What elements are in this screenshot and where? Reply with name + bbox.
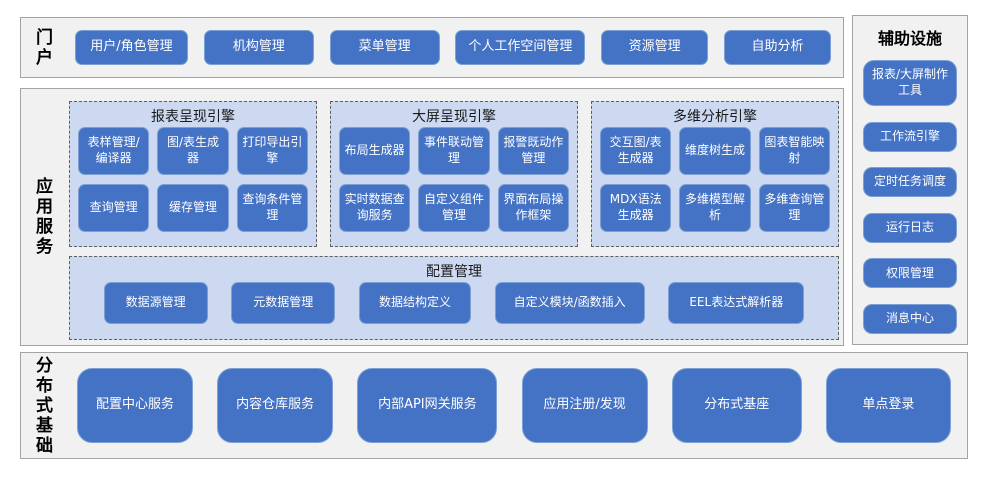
auxiliary-title: 辅助设施 bbox=[877, 29, 942, 48]
node-multidim-model-parsing: 多维模型解析 bbox=[679, 184, 751, 232]
node-permission-mgmt: 权限管理 bbox=[863, 258, 957, 289]
node-distributed-base: 分布式基座 bbox=[671, 368, 802, 443]
node-alarm-action-mgmt: 报警既动作管理 bbox=[497, 127, 569, 175]
node-app-register-discovery: 应用注册/发现 bbox=[521, 368, 648, 443]
node-report-bigscreen-tool: 报表/大屏制作工具 bbox=[863, 60, 957, 106]
group-config-mgmt: 配置管理 数据源管理 元数据管理 数据结构定义 自定义模块/函数插入 EEL表达… bbox=[69, 256, 839, 340]
node-query-mgmt: 查询管理 bbox=[78, 184, 150, 232]
report-engine-title: 报表呈现引擎 bbox=[151, 108, 235, 125]
group-bigscreen-engine: 大屏呈现引擎 布局生成器 事件联动管理 报警既动作管理 实时数据查询服务 自定义… bbox=[330, 101, 578, 247]
node-config-center-service: 配置中心服务 bbox=[77, 368, 193, 443]
node-user-role-mgmt: 用户/角色管理 bbox=[75, 30, 188, 65]
node-message-center: 消息中心 bbox=[863, 303, 957, 334]
distributed-base-label: 分布式基础 bbox=[32, 355, 52, 456]
node-realtime-data-query-service: 实时数据查询服务 bbox=[339, 184, 411, 232]
node-runtime-log: 运行日志 bbox=[863, 212, 957, 243]
base-node-row: 配置中心服务 内容仓库服务 内部API网关服务 应用注册/发现 分布式基座 单点… bbox=[77, 353, 951, 458]
node-org-mgmt: 机构管理 bbox=[203, 30, 314, 65]
node-scheduled-task-dispatch: 定时任务调度 bbox=[863, 167, 957, 198]
node-event-linkage-mgmt: 事件联动管理 bbox=[418, 127, 490, 175]
node-single-sign-on: 单点登录 bbox=[825, 368, 951, 443]
node-print-export-engine: 打印导出引擎 bbox=[236, 127, 308, 175]
bigscreen-engine-grid: 布局生成器 事件联动管理 报警既动作管理 实时数据查询服务 自定义组件管理 界面… bbox=[339, 127, 569, 232]
node-chart-table-generator: 图/表生成器 bbox=[157, 127, 229, 175]
olap-engine-title: 多维分析引擎 bbox=[673, 108, 757, 125]
node-internal-api-gateway-service: 内部API网关服务 bbox=[357, 368, 498, 443]
auxiliary-node-column: 报表/大屏制作工具 工作流引擎 定时任务调度 运行日志 权限管理 消息中心 bbox=[863, 60, 957, 334]
node-workflow-engine: 工作流引擎 bbox=[863, 121, 957, 152]
bigscreen-engine-title: 大屏呈现引擎 bbox=[412, 108, 496, 125]
node-personal-workspace-mgmt: 个人工作空间管理 bbox=[455, 30, 586, 65]
node-layout-generator: 布局生成器 bbox=[339, 127, 411, 175]
config-mgmt-title: 配置管理 bbox=[426, 263, 482, 280]
node-dimension-tree-generation: 维度树生成 bbox=[679, 127, 751, 175]
node-datasource-mgmt: 数据源管理 bbox=[103, 282, 208, 324]
node-cache-mgmt: 缓存管理 bbox=[157, 184, 229, 232]
node-query-condition-mgmt: 查询条件管理 bbox=[236, 184, 308, 232]
group-olap-engine: 多维分析引擎 交互图/表生成器 维度树生成 图表智能映射 MDX语法生成器 多维… bbox=[591, 101, 839, 247]
node-self-service-analysis: 自助分析 bbox=[723, 30, 831, 65]
node-menu-mgmt: 菜单管理 bbox=[329, 30, 440, 65]
app-services-label: 应用服务 bbox=[32, 177, 52, 257]
portal-label: 门户 bbox=[32, 27, 52, 68]
node-mdx-syntax-generator: MDX语法生成器 bbox=[600, 184, 672, 232]
report-engine-grid: 表样管理/编译器 图/表生成器 打印导出引擎 查询管理 缓存管理 查询条件管理 bbox=[78, 127, 308, 232]
node-metadata-mgmt: 元数据管理 bbox=[231, 282, 336, 324]
engine-group-row: 报表呈现引擎 表样管理/编译器 图/表生成器 打印导出引擎 查询管理 缓存管理 … bbox=[69, 101, 839, 247]
node-data-structure-definition: 数据结构定义 bbox=[358, 282, 471, 324]
section-distributed-base: 分布式基础 配置中心服务 内容仓库服务 内部API网关服务 应用注册/发现 分布… bbox=[20, 352, 968, 459]
node-resource-mgmt: 资源管理 bbox=[601, 30, 709, 65]
node-ui-layout-framework: 界面布局操作框架 bbox=[497, 184, 569, 232]
node-custom-component-mgmt: 自定义组件管理 bbox=[418, 184, 490, 232]
group-report-engine: 报表呈现引擎 表样管理/编译器 图/表生成器 打印导出引擎 查询管理 缓存管理 … bbox=[69, 101, 317, 247]
node-eel-expression-parser: EEL表达式解析器 bbox=[668, 282, 805, 324]
node-multidim-query-mgmt: 多维查询管理 bbox=[758, 184, 830, 232]
node-chart-smart-mapping: 图表智能映射 bbox=[758, 127, 830, 175]
olap-engine-grid: 交互图/表生成器 维度树生成 图表智能映射 MDX语法生成器 多维模型解析 多维… bbox=[600, 127, 830, 232]
node-interactive-chart-generator: 交互图/表生成器 bbox=[600, 127, 672, 175]
section-auxiliary: 辅助设施 报表/大屏制作工具 工作流引擎 定时任务调度 运行日志 权限管理 消息… bbox=[852, 15, 968, 345]
portal-node-row: 用户/角色管理 机构管理 菜单管理 个人工作空间管理 资源管理 自助分析 bbox=[75, 18, 831, 77]
section-app-services: 应用服务 报表呈现引擎 表样管理/编译器 图/表生成器 打印导出引擎 查询管理 … bbox=[20, 88, 844, 346]
node-report-style-mgmt-compiler: 表样管理/编译器 bbox=[78, 127, 150, 175]
node-content-repo-service: 内容仓库服务 bbox=[217, 368, 334, 443]
section-portal: 门户 用户/角色管理 机构管理 菜单管理 个人工作空间管理 资源管理 自助分析 bbox=[20, 17, 844, 78]
config-node-row: 数据源管理 元数据管理 数据结构定义 自定义模块/函数插入 EEL表达式解析器 bbox=[80, 282, 828, 324]
node-custom-module-function-insert: 自定义模块/函数插入 bbox=[494, 282, 645, 324]
